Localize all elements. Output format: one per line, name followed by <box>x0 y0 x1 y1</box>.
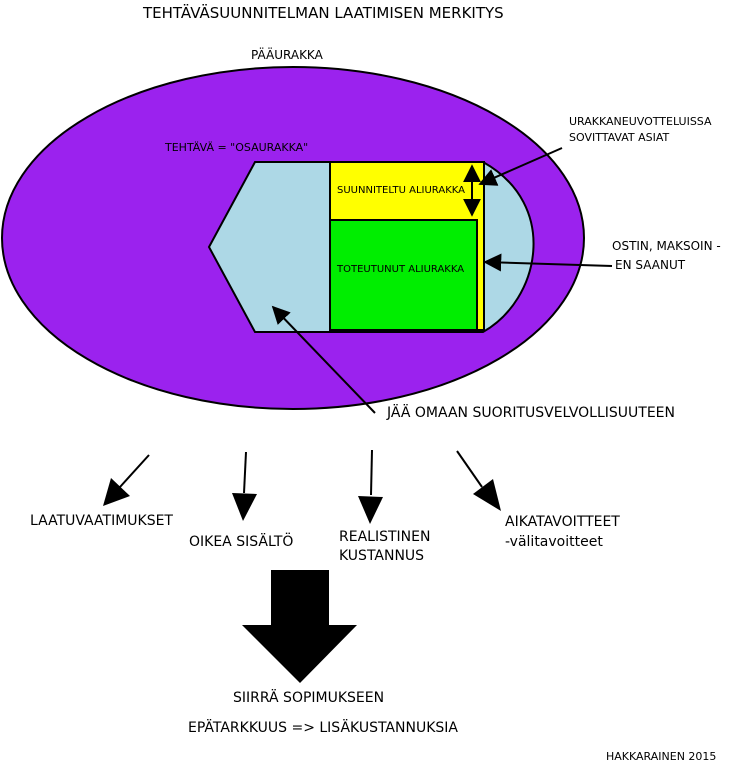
realized-subcontract-label: TOTEUTUNUT ALIURAKKA <box>337 264 465 275</box>
diagram-title: TEHTÄVÄSUUNNITELMAN LAATIMISEN MERKITYS <box>143 4 504 22</box>
own-obligation-label: JÄÄ OMAAN SUORITUSVELVOLLISUUTEEN <box>387 405 675 421</box>
negotiation-callout-line1: URAKKANEUVOTTELUISSA <box>569 115 712 128</box>
author-credit: HAKKARAINEN 2015 <box>606 750 717 763</box>
main-contract-label: PÄÄURAKKA <box>251 48 323 62</box>
correct-content-label: OIKEA SISÄLTÖ <box>189 534 294 550</box>
planned-subcontract-label: SUUNNITELTU ALIURAKKA <box>337 185 465 196</box>
cost-arrow-line <box>370 449 373 496</box>
transfer-block-arrow <box>242 570 357 683</box>
content-arrow-head <box>232 493 257 521</box>
own-obligation-arrow <box>271 305 376 414</box>
task-label: TEHTÄVÄ = "OSAURAKKA" <box>165 141 309 154</box>
transfer-to-contract-label: SIIRRÄ SOPIMUKSEEN <box>233 690 385 706</box>
realistic-cost-label-line2: KUSTANNUS <box>339 548 425 564</box>
cost-arrow-head <box>358 496 383 524</box>
purchased-callout-line2: EN SAANUT <box>615 258 686 272</box>
negotiation-pointer-arrow <box>478 147 563 186</box>
schedule-arrow-line <box>456 450 483 488</box>
purchased-pointer-arrow <box>483 253 613 272</box>
quality-arrow-line <box>119 454 150 488</box>
schedule-arrow-head <box>473 479 501 511</box>
realistic-cost-label-line1: REALISTINEN <box>339 529 431 545</box>
schedule-goals-label-line2: -välitavoitteet <box>505 534 603 550</box>
negotiation-callout-line2: SOVITTAVAT ASIAT <box>569 131 670 144</box>
content-arrow-line <box>243 451 247 494</box>
purchased-callout-line1: OSTIN, MAKSOIN - <box>612 239 721 253</box>
schedule-goals-label-line1: AIKATAVOITTEET <box>505 514 620 530</box>
consequence-label: EPÄTARKKUUS => LISÄKUSTANNUKSIA <box>188 720 458 736</box>
quality-arrow-head <box>103 478 130 506</box>
realized-subcontract-box <box>329 219 478 331</box>
quality-requirements-label: LAATUVAATIMUKSET <box>30 513 173 529</box>
